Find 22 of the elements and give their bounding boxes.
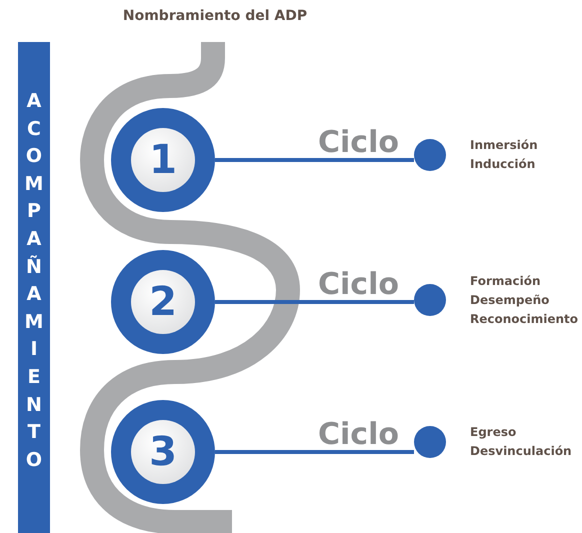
title: Nombramiento del ADP bbox=[122, 8, 308, 24]
item-text: Desvinculación bbox=[470, 443, 572, 460]
item-text: Inmersión bbox=[470, 137, 538, 154]
item-text: Desempeño bbox=[470, 292, 550, 308]
edge-label: Ciclo bbox=[318, 420, 399, 450]
step-number: 3 bbox=[148, 428, 178, 477]
item-text: Inducción bbox=[470, 156, 536, 173]
connector-line bbox=[215, 158, 414, 162]
end-dot bbox=[414, 426, 446, 458]
item-text: Formación bbox=[470, 272, 540, 290]
edge-label: Ciclo bbox=[318, 128, 399, 158]
item-text: Egreso bbox=[470, 424, 516, 441]
connector-line bbox=[215, 300, 414, 304]
step-number: 1 bbox=[148, 136, 178, 185]
vertical-label: ACOMPAÑAMIENTO bbox=[24, 89, 44, 473]
end-dot bbox=[414, 139, 446, 171]
side-band bbox=[18, 42, 50, 533]
end-dot bbox=[414, 284, 446, 316]
step-number: 2 bbox=[148, 278, 178, 327]
edge-label: Ciclo bbox=[318, 270, 399, 300]
connector-line bbox=[215, 450, 414, 454]
item-text: Reconocimiento bbox=[470, 310, 578, 328]
